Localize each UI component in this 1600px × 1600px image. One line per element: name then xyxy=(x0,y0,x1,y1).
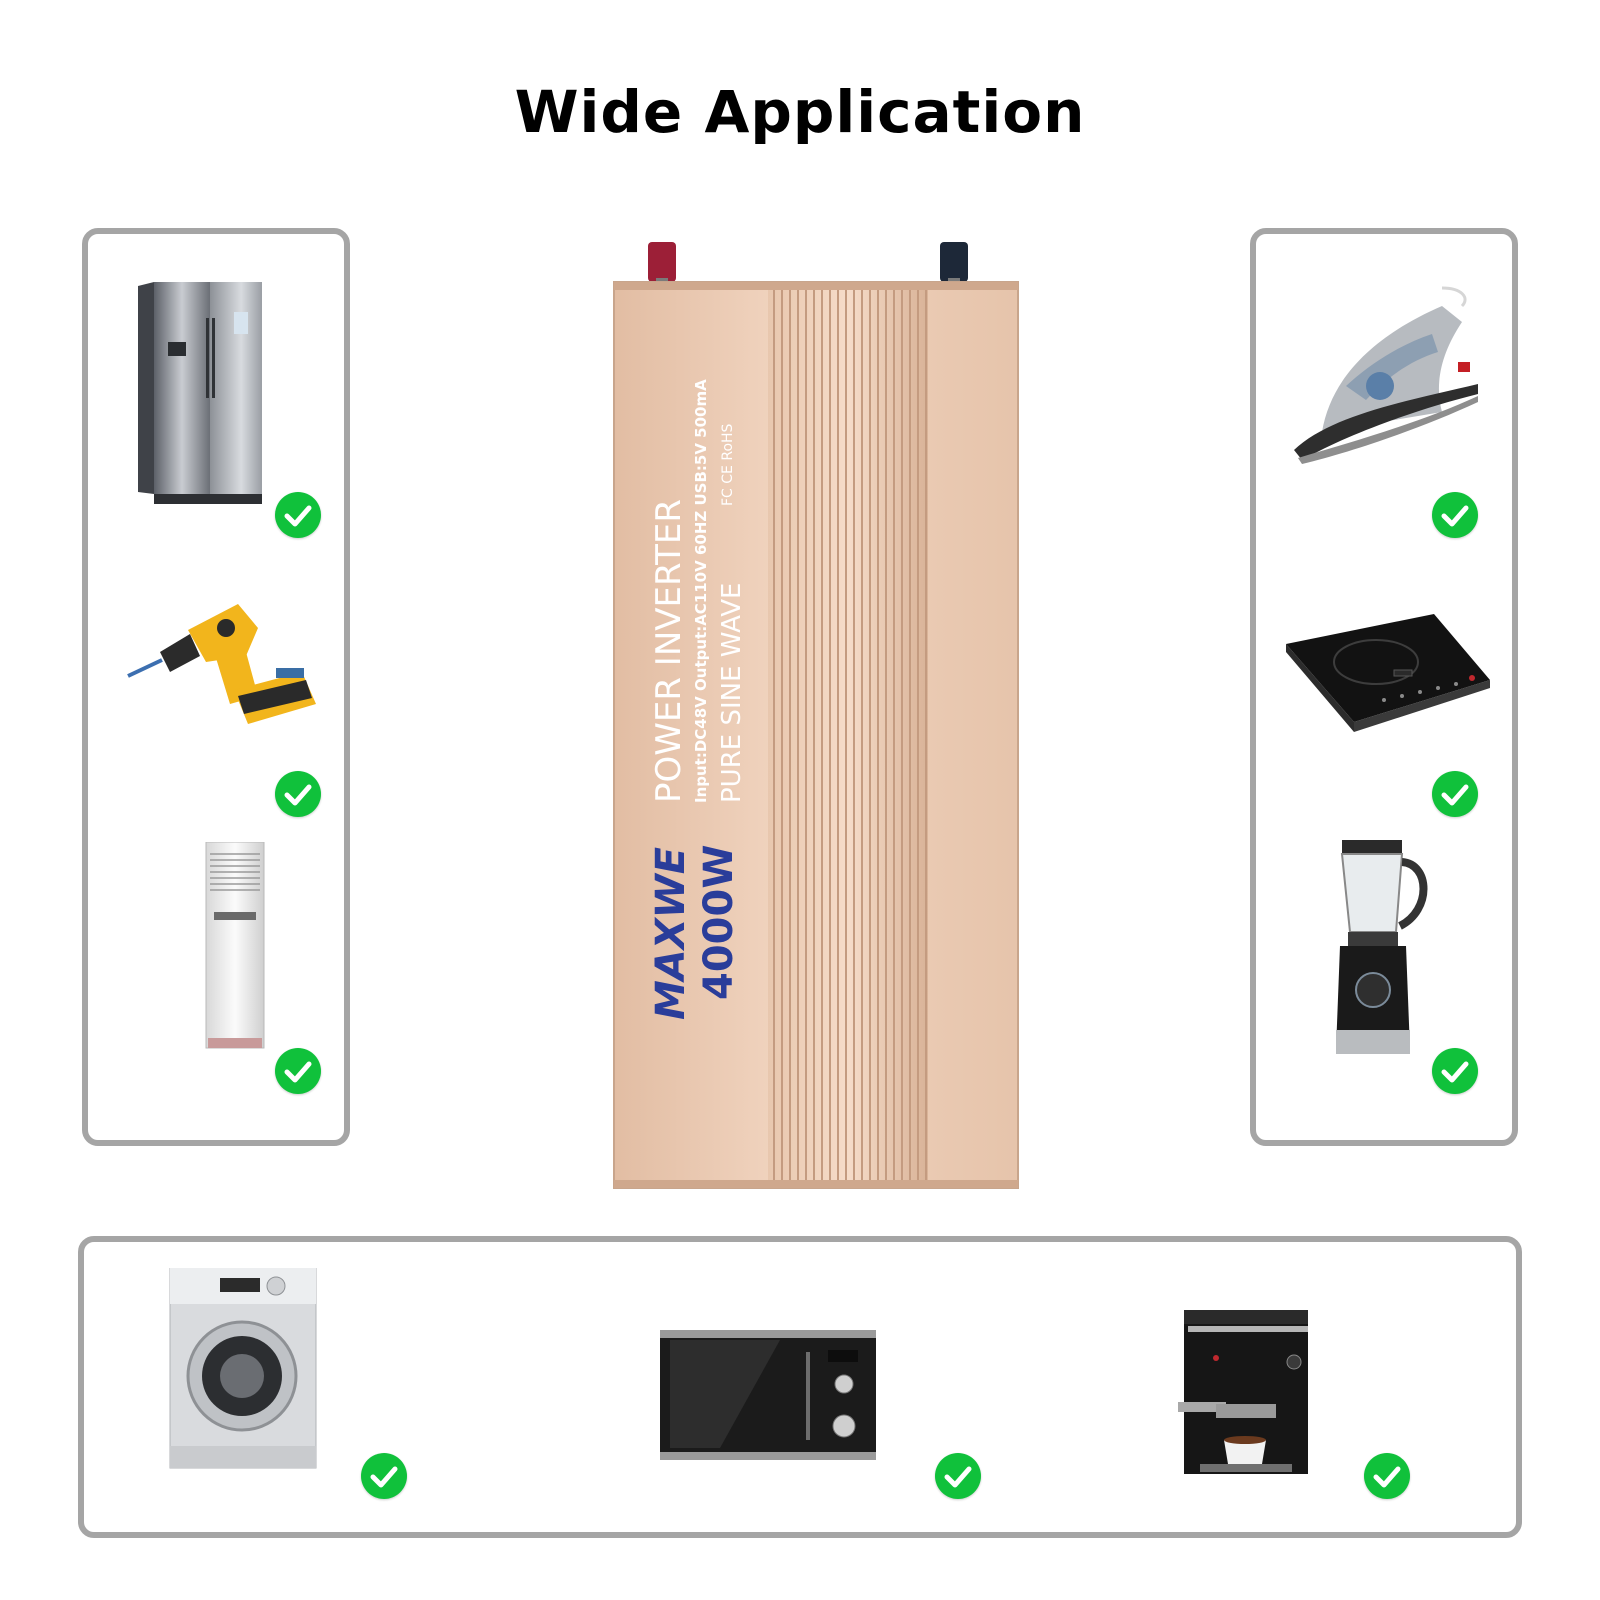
page-title: Wide Application xyxy=(514,78,1086,146)
check-icon xyxy=(935,1453,981,1499)
blender-icon xyxy=(1330,840,1438,1064)
inverter-certs-text: FC CE RoHS xyxy=(720,423,736,506)
inverter-name-text: POWER INVERTER xyxy=(649,499,689,803)
check-icon xyxy=(275,1048,321,1094)
microwave-icon xyxy=(660,1330,876,1460)
check-icon xyxy=(275,492,321,538)
washing-machine-icon xyxy=(168,1267,318,1472)
inverter-specs-text: Input:DC48V Output:AC110V 60HZ USB:5V 50… xyxy=(692,379,710,803)
check-icon xyxy=(275,771,321,817)
check-icon xyxy=(361,1453,407,1499)
induction-cooktop-icon xyxy=(1284,614,1492,742)
inverter-brand-text: MAXWE xyxy=(648,847,694,1020)
steam-iron-icon xyxy=(1292,282,1484,466)
check-icon xyxy=(1432,771,1478,817)
inverter-wattage-text: 4000W xyxy=(696,845,742,1000)
coffee-machine-icon xyxy=(1176,1306,1314,1482)
power-drill-icon xyxy=(126,600,322,730)
check-icon xyxy=(1364,1453,1410,1499)
power-inverter-image: MAXWE 4000W POWER INVERTER Input:DC48V O… xyxy=(608,228,1020,1192)
air-conditioner-icon xyxy=(204,841,266,1052)
check-icon xyxy=(1432,1048,1478,1094)
refrigerator-icon xyxy=(132,282,268,510)
inverter-wave-text: PURE SINE WAVE xyxy=(717,583,747,803)
check-icon xyxy=(1432,492,1478,538)
